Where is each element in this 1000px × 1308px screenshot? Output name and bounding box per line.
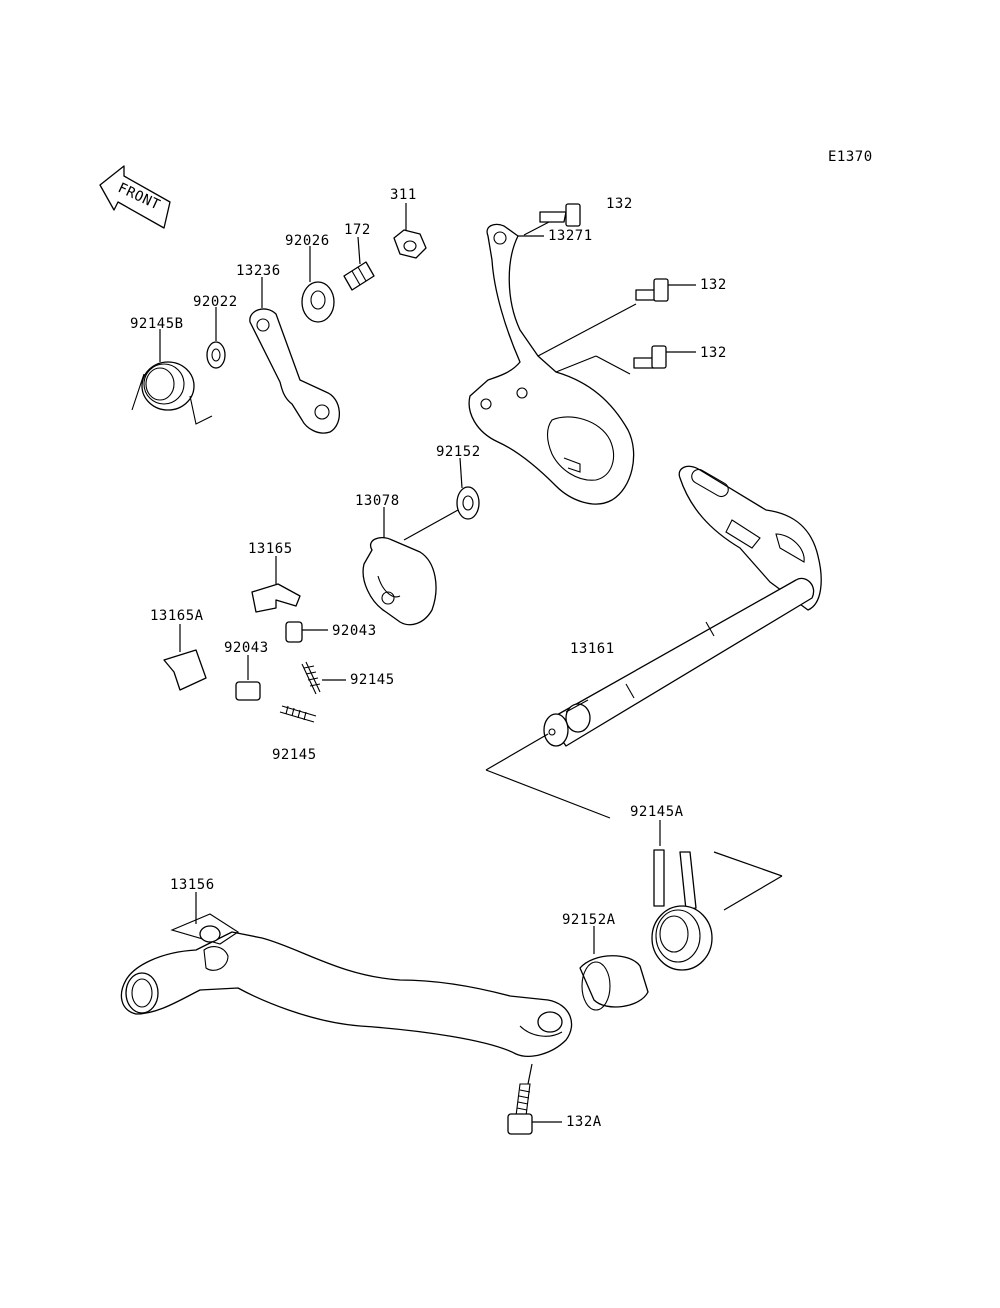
label-92022: 92022 xyxy=(193,294,238,310)
label-92145-a: 92145 xyxy=(350,672,395,688)
label-13165: 13165 xyxy=(248,541,293,557)
part-92026-collar: 92026 xyxy=(285,233,335,323)
label-132A: 132A xyxy=(566,1114,602,1130)
label-13165A: 13165A xyxy=(150,608,204,624)
label-13271: 13271 xyxy=(548,228,593,244)
part-92152-washer: 92152 xyxy=(403,444,481,541)
label-13161: 13161 xyxy=(570,641,615,657)
part-13165A-pawl: 13165A xyxy=(150,608,207,691)
part-132-bolt-low: 132 xyxy=(555,345,727,375)
label-311: 311 xyxy=(390,187,417,203)
label-13156: 13156 xyxy=(170,877,215,893)
label-13078: 13078 xyxy=(355,493,400,509)
part-13078-drum-plate: 13078 xyxy=(355,493,437,626)
label-132-c: 132 xyxy=(700,345,727,361)
part-92152A-collar: 92152A xyxy=(562,912,649,1011)
part-13271-bracket xyxy=(468,223,635,505)
part-132-bolt-mid: 132 xyxy=(537,277,727,357)
label-172: 172 xyxy=(344,222,371,238)
part-13156-shift-pedal: 13156 xyxy=(120,877,573,1057)
label-13236: 13236 xyxy=(236,263,281,279)
label-92145B: 92145B xyxy=(130,316,184,332)
label-92145-b: 92145 xyxy=(272,747,317,763)
part-92145B-spring: 92145B xyxy=(130,316,213,425)
front-arrow-icon: FRONT xyxy=(99,165,171,229)
label-92152A: 92152A xyxy=(562,912,616,928)
label-92043-b: 92043 xyxy=(224,640,269,656)
part-92145-spring-a: 92145 xyxy=(301,661,395,695)
part-92145A-return-spring: 92145A xyxy=(630,804,783,971)
part-311-nut: 311 xyxy=(390,187,427,259)
label-92043-a: 92043 xyxy=(332,623,377,639)
part-13161-shift-shaft: 13161 xyxy=(485,465,822,819)
label-132-a: 132 xyxy=(606,196,633,212)
part-132A-bolt: 132A xyxy=(507,1063,602,1135)
part-172-pin: 172 xyxy=(343,222,375,291)
part-92043-pin-a: 92043 xyxy=(285,621,377,643)
part-92022-washer: 92022 xyxy=(193,294,238,369)
part-92145-spring-b: 92145 xyxy=(272,705,317,763)
label-92145A: 92145A xyxy=(630,804,684,820)
part-13165-pawl: 13165 xyxy=(248,541,301,613)
label-92152: 92152 xyxy=(436,444,481,460)
part-132-bolt-top: 132 xyxy=(523,196,633,236)
label-132-b: 132 xyxy=(700,277,727,293)
diagram-code: E1370 xyxy=(828,149,873,165)
label-92026: 92026 xyxy=(285,233,330,249)
part-13236-lever: 13236 xyxy=(236,263,340,434)
part-92043-pin-b: 92043 xyxy=(224,640,269,701)
